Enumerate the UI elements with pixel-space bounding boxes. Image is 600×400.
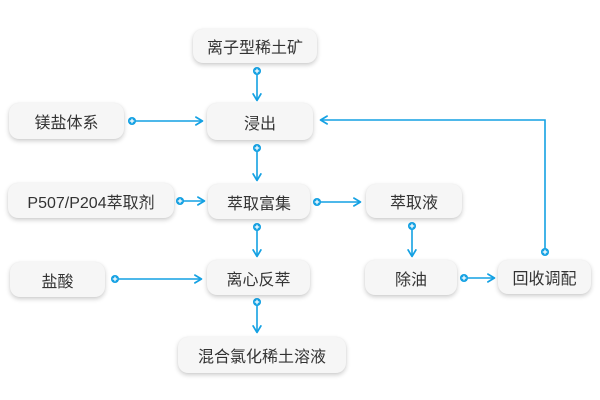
flow-node-enrichment: 萃取富集 — [208, 184, 310, 219]
flow-node-label: 除油 — [394, 271, 427, 289]
flow-node-product: 混合氯化稀土溶液 — [178, 337, 346, 373]
flow-node-label: 离心反萃 — [226, 271, 291, 289]
flow-node-label: 盐酸 — [41, 273, 74, 291]
flow-node-label: 萃取富集 — [226, 195, 291, 213]
flow-node-extractant: P507/P204萃取剂 — [8, 183, 174, 218]
flow-node-label: 镁盐体系 — [34, 115, 99, 132]
flow-node-deoil: 除油 — [365, 260, 457, 295]
flow-node-mg-salt: 镁盐体系 — [9, 103, 124, 139]
flow-node-label: 混合氯化稀土溶液 — [197, 349, 326, 366]
flow-node-label: P507/P204萃取剂 — [27, 194, 155, 212]
connector-recovery-to-leaching — [319, 115, 550, 257]
flow-node-label: 回收调配 — [512, 271, 577, 288]
flow-node-label: 萃取液 — [389, 195, 438, 212]
flow-node-label: 浸出 — [243, 115, 276, 133]
flow-node-ore: 离子型稀土矿 — [193, 29, 317, 63]
flow-node-leaching: 浸出 — [207, 103, 313, 140]
flow-node-hcl: 盐酸 — [10, 262, 105, 297]
flow-node-centrifugal-strip: 离心反萃 — [207, 260, 310, 295]
flow-node-label: 离子型稀土矿 — [206, 40, 303, 57]
flow-node-extract-liquid: 萃取液 — [366, 184, 462, 218]
flow-node-recovery-blend: 回收调配 — [498, 260, 591, 294]
